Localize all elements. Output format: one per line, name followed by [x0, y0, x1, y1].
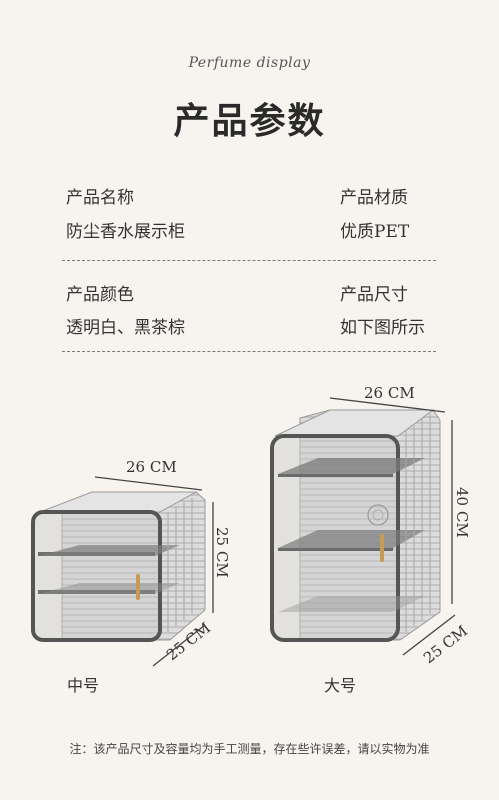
medium-size-name: 中号	[67, 676, 100, 695]
product-size-label: 产品尺寸	[340, 285, 408, 305]
product-color-label: 产品颜色	[66, 285, 134, 305]
large-size-name: 大号	[324, 676, 357, 695]
medium-cabinet	[31, 491, 206, 642]
product-size-value: 如下图所示	[340, 318, 425, 338]
product-color-value: 透明白、黑茶棕	[66, 318, 185, 338]
large-cabinet	[270, 409, 441, 642]
product-name-value: 防尘香水展示柜	[66, 222, 185, 242]
large-dimension-lines	[329, 397, 456, 656]
medium-height-label: 25 CM	[213, 527, 231, 578]
medium-width-label: 26 CM	[126, 458, 177, 476]
divider-bottom	[62, 351, 436, 352]
large-width-label: 26 CM	[364, 384, 415, 402]
script-subtitle: Perfume display	[188, 55, 311, 71]
product-name-label: 产品名称	[66, 188, 134, 208]
footer-note: 注：该产品尺寸及容量均为手工测量，存在些许误差，请以实物为准	[69, 742, 430, 756]
page-title: 产品参数	[173, 100, 326, 142]
large-height-label: 40 CM	[453, 487, 471, 538]
divider-top	[62, 260, 436, 261]
medium-dimension-lines	[94, 476, 214, 667]
product-material-value: 优质PET	[340, 222, 410, 242]
product-material-label: 产品材质	[340, 188, 408, 208]
